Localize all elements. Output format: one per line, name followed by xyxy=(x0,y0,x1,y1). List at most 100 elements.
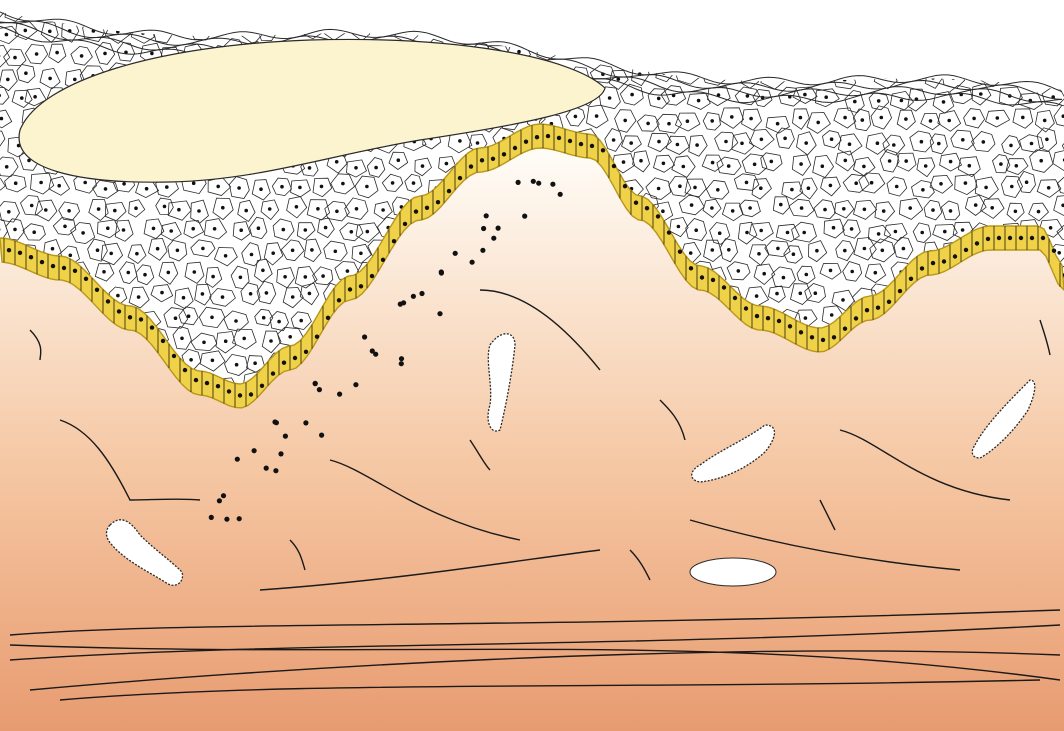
cell-nucleus xyxy=(888,159,892,163)
basal-cell-nucleus xyxy=(1008,236,1012,240)
migrating-cell xyxy=(419,291,424,296)
basal-cell-nucleus xyxy=(216,384,220,388)
cell-nucleus xyxy=(350,230,354,234)
migrating-cell xyxy=(217,498,222,503)
cell-nucleus xyxy=(268,207,272,211)
cell-nucleus xyxy=(892,143,896,147)
cell-nucleus xyxy=(1049,226,1053,230)
cell-nucleus xyxy=(33,95,37,99)
basal-cell-nucleus xyxy=(722,285,726,289)
cell-nucleus xyxy=(152,227,156,231)
cell-nucleus xyxy=(676,143,680,147)
cell-nucleus xyxy=(961,138,965,142)
cell-nucleus xyxy=(366,230,370,234)
cell-nucleus xyxy=(48,77,52,81)
cell-nucleus xyxy=(57,184,61,188)
migrating-cell xyxy=(437,311,442,316)
basal-cell-nucleus xyxy=(546,134,550,138)
cell-nucleus xyxy=(745,181,749,185)
cell-nucleus xyxy=(237,186,241,190)
basal-cell-nucleus xyxy=(623,184,627,188)
cell-nucleus xyxy=(947,119,951,123)
cell-nucleus xyxy=(445,162,449,166)
cell-nucleus xyxy=(335,160,339,164)
basal-cell-nucleus xyxy=(150,325,154,329)
cell-nucleus xyxy=(324,226,328,230)
cell-nucleus xyxy=(984,186,988,190)
basal-cell-nucleus xyxy=(51,264,55,268)
basal-cell-nucleus xyxy=(788,324,792,328)
cell-nucleus xyxy=(143,273,147,277)
basal-cell-nucleus xyxy=(964,248,968,252)
cell-nucleus xyxy=(354,166,358,170)
cell-nucleus xyxy=(964,181,968,185)
cell-nucleus xyxy=(262,316,266,320)
cell-nucleus xyxy=(862,165,866,169)
cell-nucleus xyxy=(1030,142,1034,146)
cell-nucleus xyxy=(97,207,101,211)
migrating-cell xyxy=(264,466,269,471)
cell-nucleus xyxy=(1009,144,1013,148)
cell-nucleus xyxy=(211,275,215,279)
cell-nucleus xyxy=(291,295,295,299)
cell-nucleus xyxy=(937,142,941,146)
basal-cell-nucleus xyxy=(414,209,418,213)
cell-nucleus xyxy=(421,164,425,168)
cell-nucleus xyxy=(51,247,55,251)
basal-cell-nucleus xyxy=(887,300,891,304)
basal-cell-nucleus xyxy=(667,230,671,234)
basal-cell-nucleus xyxy=(469,164,473,168)
migrating-cell xyxy=(399,361,404,366)
cell-nucleus xyxy=(843,116,847,120)
cell-nucleus xyxy=(949,160,953,164)
cell-nucleus xyxy=(14,181,18,185)
cell-nucleus xyxy=(816,121,820,125)
cell-nucleus xyxy=(783,137,787,141)
basal-cell-nucleus xyxy=(612,164,616,168)
cell-nucleus xyxy=(697,99,701,103)
cell-nucleus xyxy=(304,275,308,279)
basal-cell-nucleus xyxy=(337,298,341,302)
basal-cell-nucleus xyxy=(865,308,869,312)
cell-nucleus xyxy=(359,252,363,256)
basal-cell-nucleus xyxy=(315,335,319,339)
cell-nucleus xyxy=(257,226,261,230)
cell-nucleus xyxy=(900,99,904,103)
cell-nucleus xyxy=(412,181,416,185)
basal-cell-nucleus xyxy=(7,248,11,252)
basal-cell-nucleus xyxy=(1019,236,1023,240)
migrating-cell xyxy=(278,451,283,456)
cell-nucleus xyxy=(630,93,634,97)
cell-nucleus xyxy=(782,276,786,280)
cell-nucleus xyxy=(931,208,935,212)
basal-cell-nucleus xyxy=(139,317,143,321)
cell-nucleus xyxy=(1047,186,1051,190)
cell-nucleus xyxy=(391,181,395,185)
cell-nucleus xyxy=(695,143,699,147)
basal-cell-nucleus xyxy=(1041,236,1045,240)
cell-nucleus xyxy=(239,228,243,232)
cell-nucleus xyxy=(854,181,858,185)
basal-cell-nucleus xyxy=(392,239,396,243)
cell-nucleus xyxy=(949,209,953,213)
basal-cell-nucleus xyxy=(920,266,924,270)
cell-nucleus xyxy=(261,269,265,273)
cell-nucleus xyxy=(693,186,697,190)
migrating-cell xyxy=(273,468,278,473)
cell-nucleus xyxy=(877,232,881,236)
cell-nucleus xyxy=(253,361,257,365)
cell-nucleus xyxy=(271,251,275,255)
cell-nucleus xyxy=(843,249,847,253)
basal-cell-nucleus xyxy=(458,176,462,180)
cell-nucleus xyxy=(55,51,59,55)
basal-cell-nucleus xyxy=(832,335,836,339)
cell-nucleus xyxy=(678,184,682,188)
migrating-cell xyxy=(274,420,279,425)
cell-nucleus xyxy=(753,163,757,167)
cell-nucleus xyxy=(880,116,884,120)
migrating-cell xyxy=(252,448,257,453)
basal-cell-nucleus xyxy=(381,258,385,262)
migrating-cell xyxy=(362,334,367,339)
cell-nucleus xyxy=(804,141,808,145)
cell-nucleus xyxy=(775,292,779,296)
